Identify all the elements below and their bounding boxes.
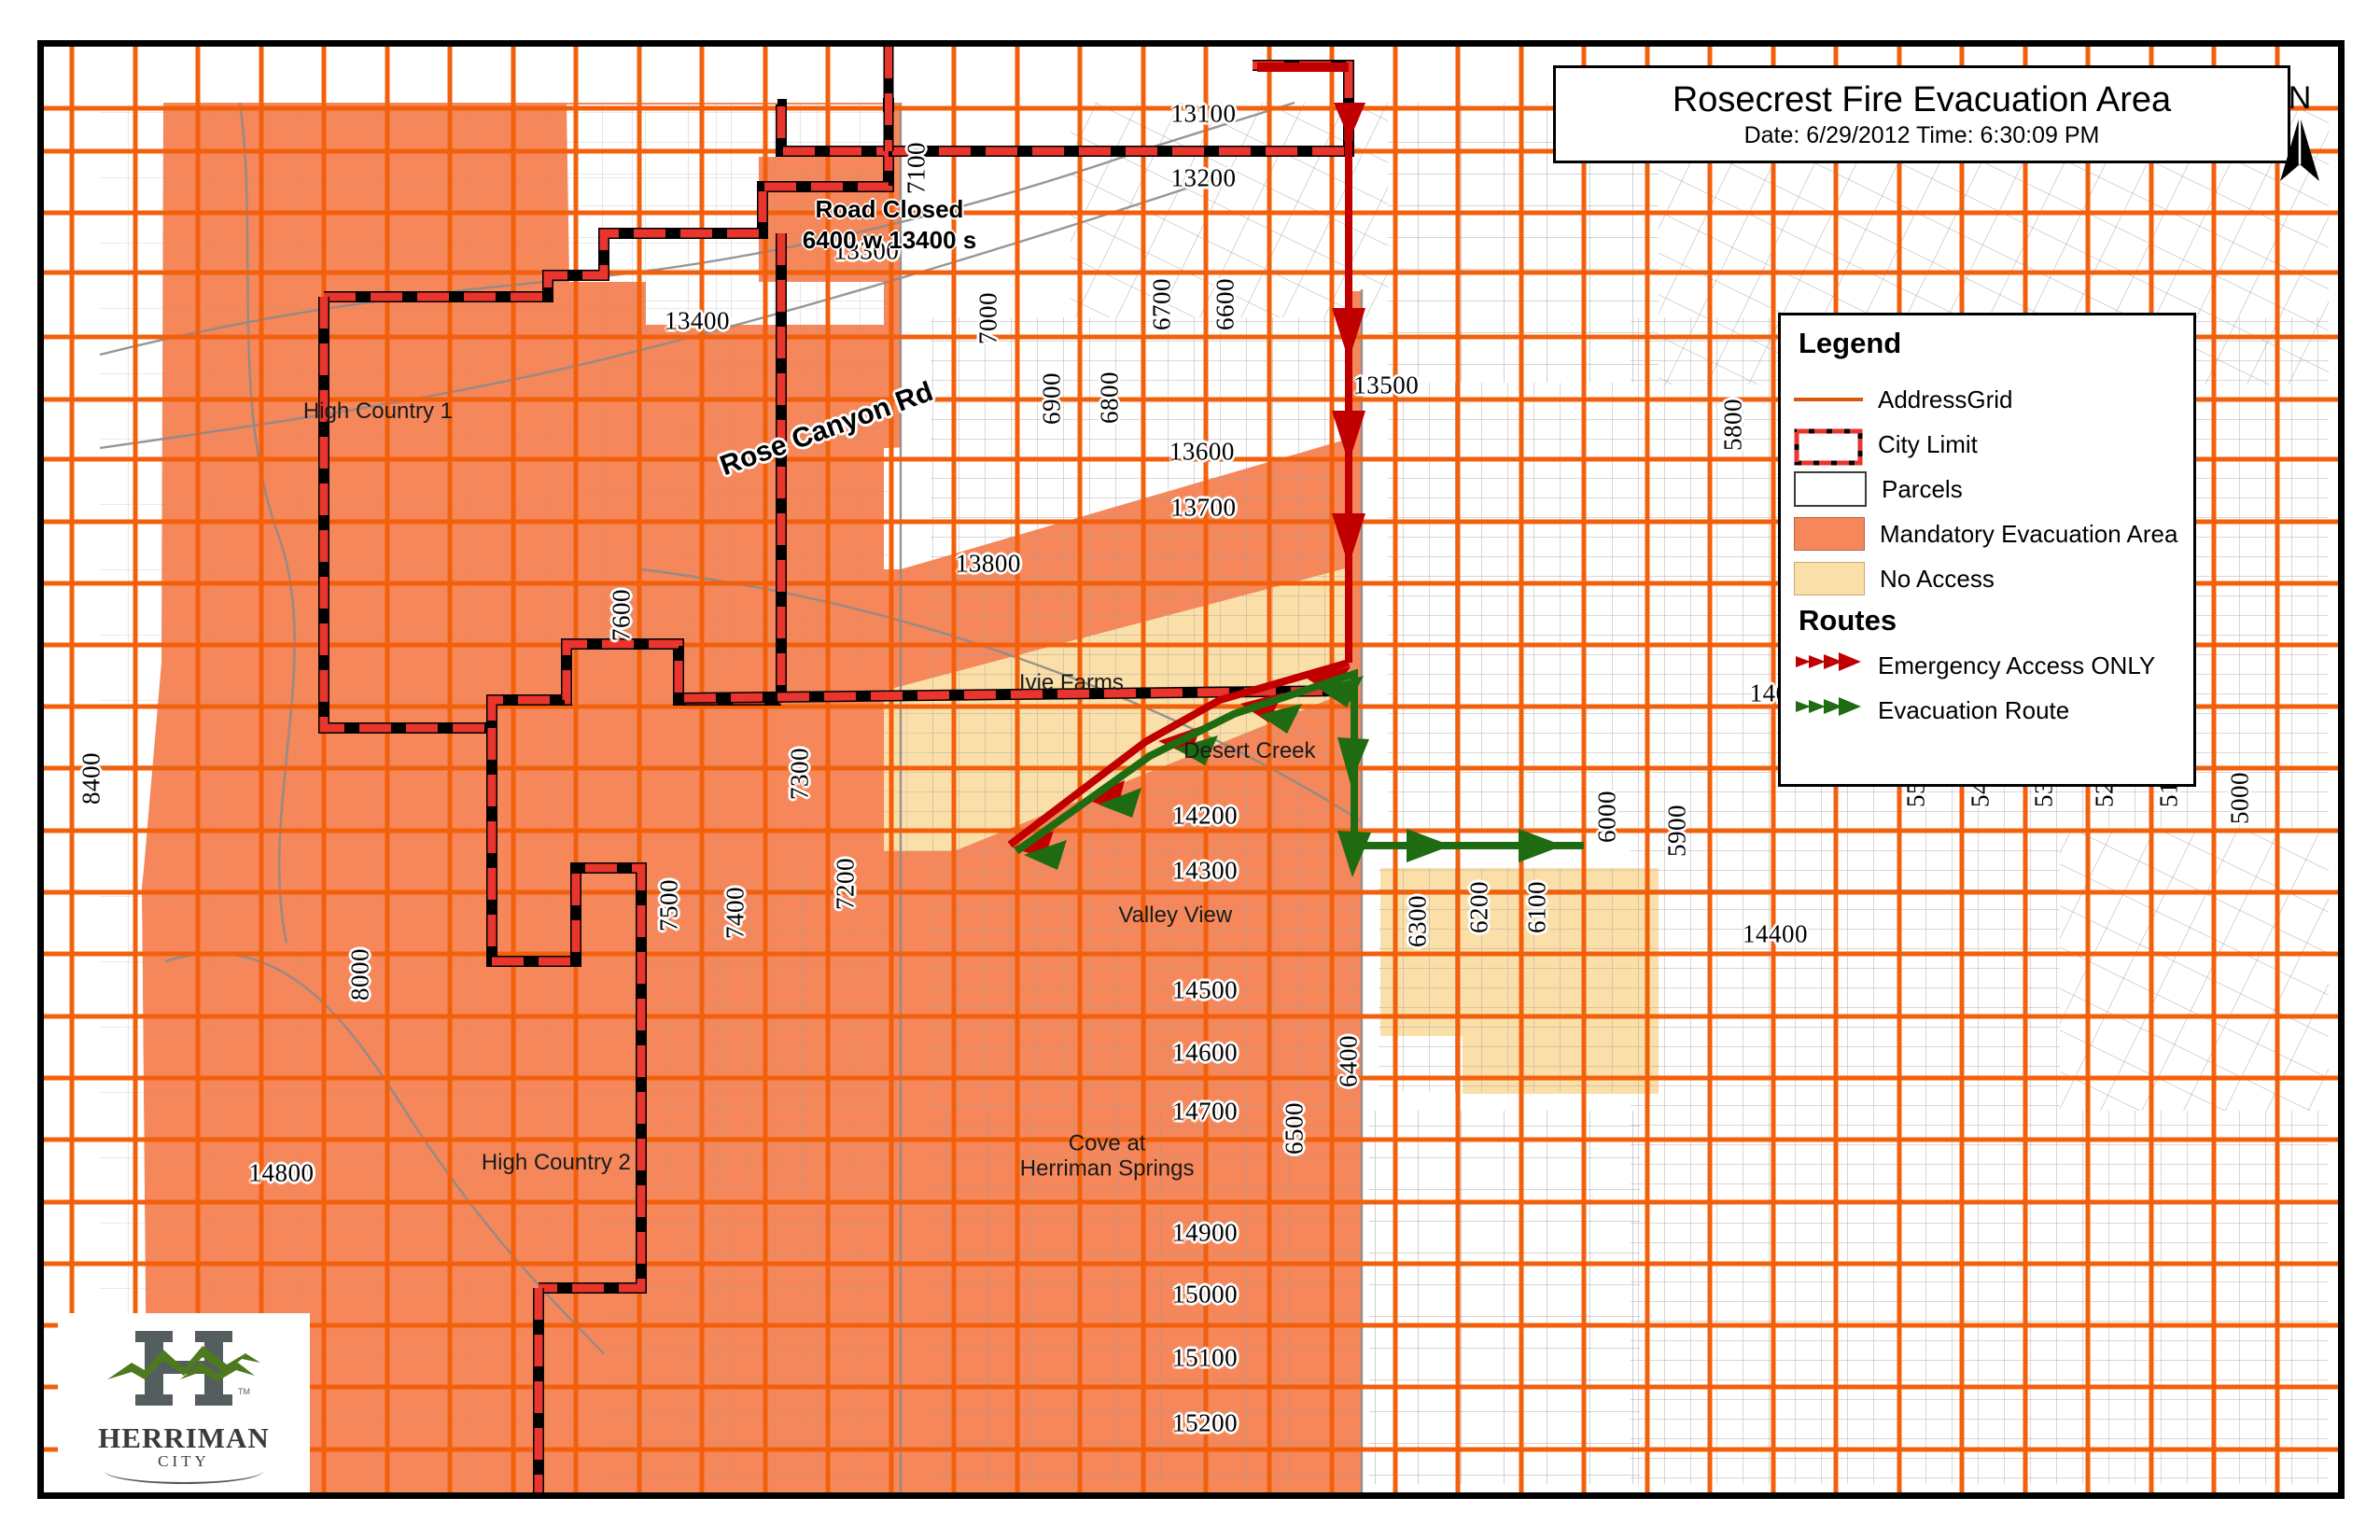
legend-item-citylimit: City Limit — [1794, 423, 2193, 466]
legend-item-label: Evacuation Route — [1878, 695, 2070, 724]
legend-item-parcels: Parcels — [1794, 468, 2193, 511]
emergency-access-route — [1007, 659, 1351, 848]
title-box: Rosecrest Fire Evacuation Area Date: 6/2… — [1553, 65, 2290, 163]
logo-subtitle: CITY — [158, 1452, 210, 1470]
legend-item-label: AddressGrid — [1878, 385, 2013, 413]
legend-item-no-access: No Access — [1794, 557, 2193, 600]
no-access-swatch-icon — [1794, 562, 1865, 595]
legend-heading: Legend — [1799, 327, 1902, 359]
emergency-access-6400w-arrowheads — [1332, 103, 1365, 566]
logo-arc-divider — [105, 1471, 263, 1484]
north-label: N — [2288, 80, 2312, 116]
svg-text:TM: TM — [238, 1387, 250, 1396]
map-polygons-layer — [44, 47, 2338, 1492]
north-arrow: N — [2272, 82, 2328, 185]
legend-item-evacuation-route: Evacuation Route — [1794, 689, 2193, 732]
legend-item-emergency-access: Emergency Access ONLY — [1794, 644, 2193, 687]
legend-item-label: Mandatory Evacuation Area — [1880, 519, 2178, 548]
herriman-h-mountain-icon: TM — [107, 1331, 260, 1406]
citylimit-swatch-icon — [1794, 428, 1863, 466]
addressgrid-swatch-icon — [1794, 384, 1863, 415]
herriman-city-logo: TM HERRIMAN CITY — [58, 1313, 310, 1492]
legend-routes-heading: Routes — [1799, 604, 1897, 637]
page-title: Rosecrest Fire Evacuation Area — [1672, 79, 2172, 119]
road-closed-line2: 6400 w 13400 s — [802, 225, 977, 254]
parcel-lines-layer — [100, 103, 2329, 1484]
evacuation-route — [1014, 668, 1584, 855]
logo-wordmark: HERRIMAN — [98, 1421, 270, 1454]
road-closed-line1: Road Closed — [815, 195, 964, 223]
parcels-swatch-icon — [1794, 471, 1867, 507]
evacuation-route-swatch-icon — [1794, 694, 1863, 726]
emergency-access-swatch-icon — [1794, 650, 1863, 681]
legend-item-label: Emergency Access ONLY — [1878, 651, 2156, 679]
legend: Legend AddressGrid City Limit Parcels Ma… — [1778, 313, 2196, 787]
evacuation-route-arrowheads — [1024, 676, 1563, 877]
legend-item-label: No Access — [1880, 564, 1995, 593]
road-closed-annotation: Road Closed 6400 w 13400 s — [803, 194, 977, 255]
mandatory-evacuation-swatch-icon — [1794, 517, 1865, 551]
legend-item-label: Parcels — [1882, 474, 1963, 503]
legend-item-label: City Limit — [1878, 429, 1978, 458]
title-datetime: Date: 6/29/2012 Time: 6:30:09 PM — [1743, 121, 2100, 148]
legend-item-addressgrid: AddressGrid — [1794, 378, 2193, 421]
north-arrow-icon — [2280, 116, 2319, 181]
legend-item-mandatory-evacuation: Mandatory Evacuation Area — [1794, 512, 2193, 555]
